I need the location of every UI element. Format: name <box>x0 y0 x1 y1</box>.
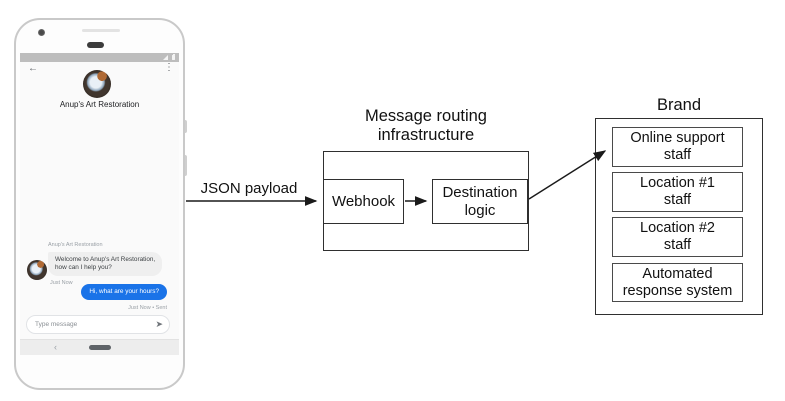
brand-node-label: Location #2 <box>640 220 715 236</box>
routing-title-line2: infrastructure <box>377 126 475 144</box>
brand-node-location-1: Location #1 staff <box>612 172 743 212</box>
brand-node-label: Online support <box>630 130 725 146</box>
power-button <box>183 120 187 133</box>
android-navbar: ‹ <box>20 339 179 355</box>
front-camera-icon <box>38 29 45 36</box>
brand-node-automated-response: Automated response system <box>612 263 743 302</box>
nav-back-icon[interactable]: ‹ <box>54 342 57 352</box>
outgoing-message-bubble: Hi, what are your hours? <box>81 284 167 300</box>
brand-node-label: staff <box>663 237 692 253</box>
brand-container: Online support staff Location #1 staff L… <box>595 118 763 315</box>
brand-node-label: staff <box>663 147 692 163</box>
send-icon[interactable]: ➤ <box>155 319 163 329</box>
destination-label-line2: logic <box>464 201 496 219</box>
battery-icon <box>172 54 175 60</box>
earpiece <box>87 42 104 48</box>
message-input[interactable] <box>35 318 147 331</box>
brand-title: Brand <box>656 96 702 114</box>
message-composer: ➤ <box>26 315 170 334</box>
destination-to-brand-arrow <box>528 150 607 200</box>
incoming-message-line1: Welcome to Anup's Art Restoration, <box>55 256 156 263</box>
business-name-title: Anup's Art Restoration <box>59 100 140 109</box>
json-payload-label: JSON payload <box>200 180 298 197</box>
status-bar <box>20 53 179 62</box>
brand-node-label: Automated <box>642 265 713 282</box>
incoming-message-bubble: Welcome to Anup's Art Restoration, how c… <box>48 252 163 276</box>
volume-button <box>183 155 187 176</box>
routing-title-line1: Message routing <box>365 107 487 125</box>
incoming-message-line2: how can I help you? <box>55 264 112 271</box>
brand-node-label: Location #1 <box>640 175 715 191</box>
brand-node-online-support: Online support staff <box>612 127 743 167</box>
brand-node-location-2: Location #2 staff <box>612 217 743 257</box>
incoming-timestamp: Just Now <box>50 280 73 286</box>
webhook-label: Webhook <box>331 193 396 210</box>
home-pill[interactable] <box>89 345 111 350</box>
business-avatar <box>83 70 111 98</box>
signal-icon <box>163 55 168 60</box>
back-arrow-icon[interactable]: ← <box>28 63 38 74</box>
phone-mockup: ← ⋮ Anup's Art Restoration Anup's Art Re… <box>14 18 185 390</box>
destination-label-line1: Destination <box>442 183 518 201</box>
destination-logic-node: Destination logic <box>432 179 528 224</box>
routing-title: Message routing infrastructure <box>318 107 534 145</box>
message-avatar <box>27 260 47 280</box>
overflow-menu-icon[interactable]: ⋮ <box>164 62 174 73</box>
webhook-node: Webhook <box>323 179 404 224</box>
brand-node-label: staff <box>663 192 692 208</box>
speaker-slot <box>82 29 120 32</box>
outgoing-status: Just Now • Sent <box>128 305 167 311</box>
brand-node-label: response system <box>622 282 733 299</box>
phone-screen: ← ⋮ Anup's Art Restoration Anup's Art Re… <box>20 53 179 355</box>
sender-label: Anup's Art Restoration <box>48 242 103 248</box>
